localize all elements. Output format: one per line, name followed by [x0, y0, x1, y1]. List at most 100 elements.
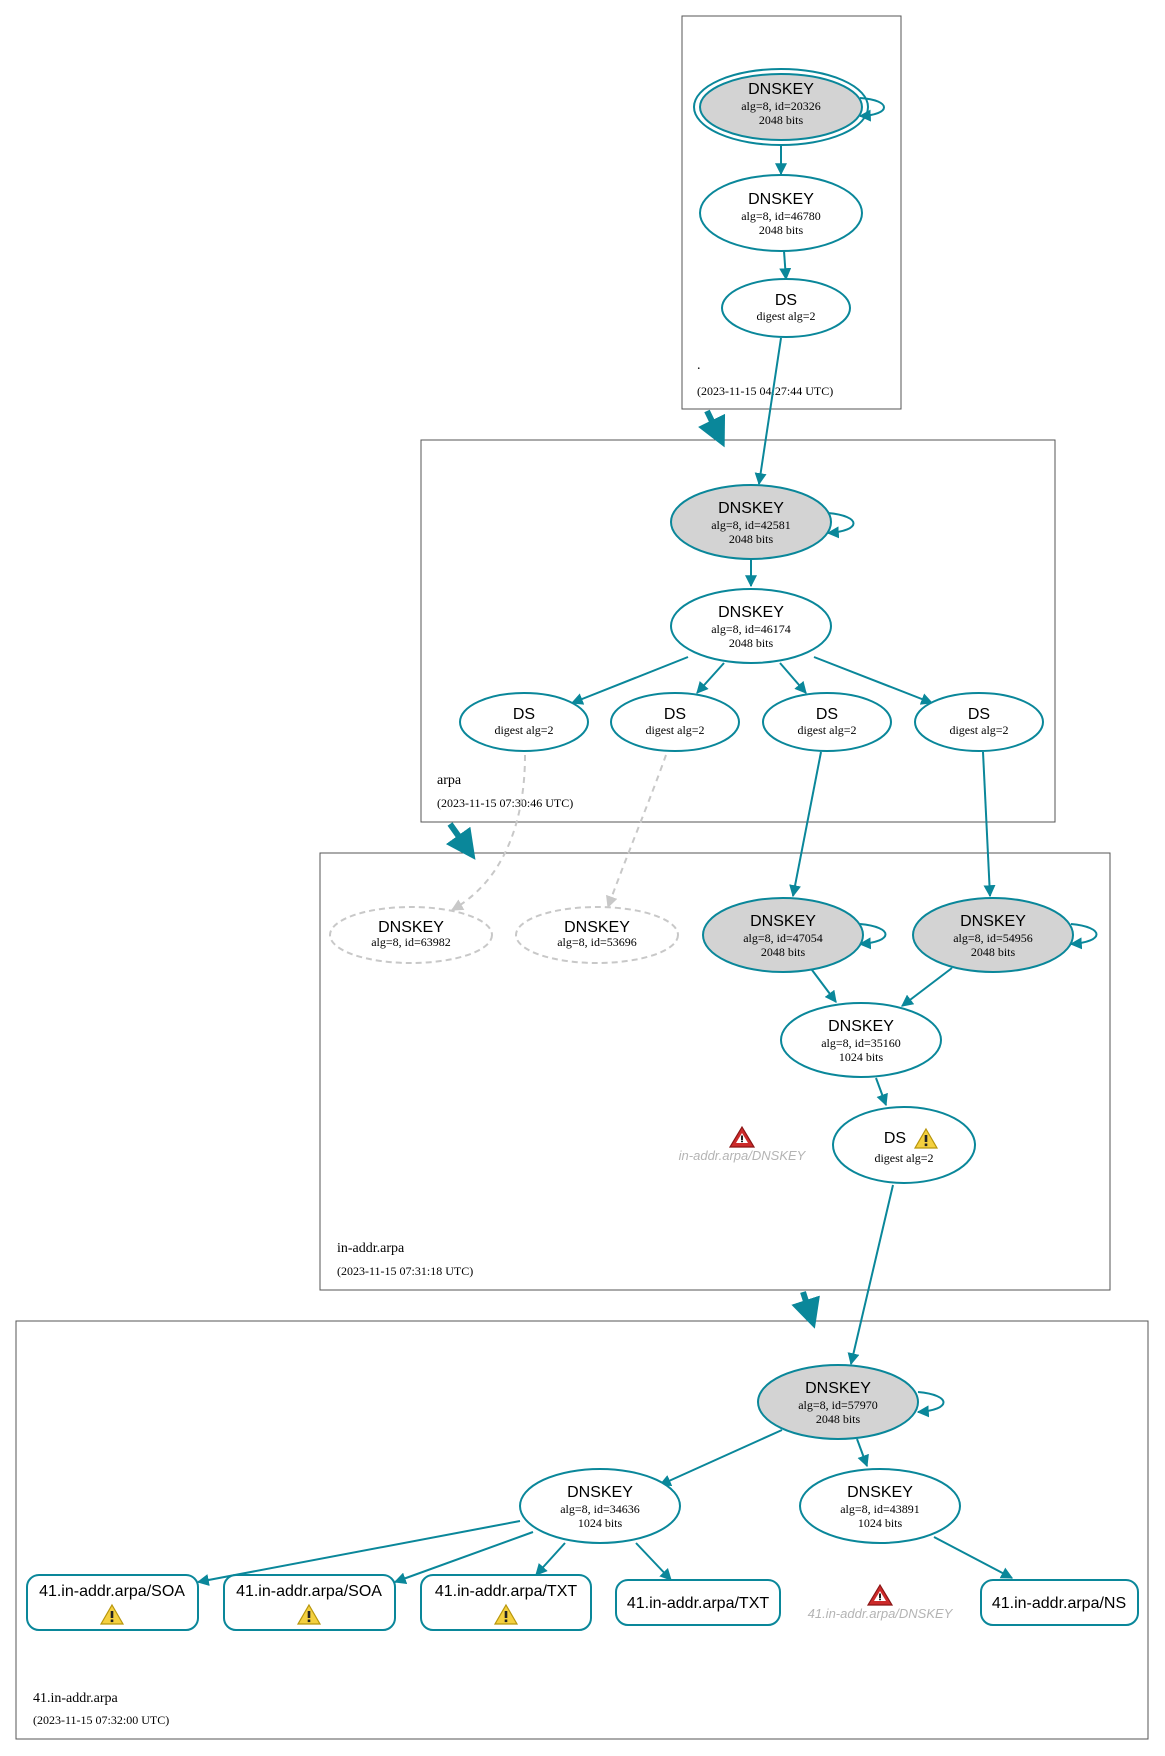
node-title: DS: [968, 706, 990, 723]
node-detail: digest alg=2: [645, 723, 704, 737]
node-title: DNSKEY: [567, 1484, 633, 1501]
dnskey-node-35160[interactable]: DNSKEY alg=8, id=35160 1024 bits: [780, 1002, 942, 1078]
zone-name: in-addr.arpa: [337, 1241, 405, 1256]
rrset-label: 41.in-addr.arpa/TXT: [627, 1595, 770, 1612]
dnskey-node-20326[interactable]: DNSKEY alg=8, id=20326 2048 bits: [693, 68, 869, 146]
zone-arpa: arpa (2023-11-15 07:30:46 UTC): [420, 439, 1056, 823]
node-detail: 2048 bits: [761, 945, 806, 959]
rrset-ns[interactable]: 41.in-addr.arpa/NS: [980, 1579, 1139, 1626]
dnskey-node-46174[interactable]: DNSKEY alg=8, id=46174 2048 bits: [670, 588, 832, 664]
zone-timestamp: (2023-11-15 07:32:00 UTC): [33, 1713, 169, 1727]
signature-edge: [393, 1531, 534, 1584]
node-detail: 2048 bits: [759, 113, 804, 127]
error-node-41-in-addr-arpa-dnskey[interactable]: 41.in-addr.arpa/DNSKEY: [808, 1584, 954, 1621]
node-detail: alg=8, id=54956: [953, 931, 1033, 945]
ds-node-arpa-3[interactable]: DS digest alg=2: [762, 692, 892, 752]
node-detail: alg=8, id=20326: [741, 99, 821, 113]
node-title: DS: [513, 706, 535, 723]
ds-node-in-addr-arpa[interactable]: DS digest alg=2: [832, 1106, 976, 1184]
zone-41-in-addr-arpa: 41.in-addr.arpa (2023-11-15 07:32:00 UTC…: [15, 1320, 1149, 1740]
node-detail: 1024 bits: [839, 1050, 884, 1064]
dnskey-node-63982-missing[interactable]: DNSKEY alg=8, id=63982: [329, 906, 493, 964]
dnskey-node-34636[interactable]: DNSKEY alg=8, id=34636 1024 bits: [519, 1468, 681, 1544]
node-title: DNSKEY: [750, 913, 816, 930]
rrset-txt-2[interactable]: 41.in-addr.arpa/TXT: [615, 1579, 781, 1626]
dnskey-node-57970[interactable]: DNSKEY alg=8, id=57970 2048 bits: [757, 1364, 919, 1440]
error-label: 41.in-addr.arpa/DNSKEY: [808, 1606, 954, 1621]
node-detail: 2048 bits: [971, 945, 1016, 959]
zone-name: arpa: [437, 773, 462, 788]
rrset-label: 41.in-addr.arpa/SOA: [236, 1583, 382, 1600]
node-detail: alg=8, id=43891: [840, 1502, 920, 1516]
ds-node-arpa-1[interactable]: DS digest alg=2: [459, 692, 589, 752]
node-detail: alg=8, id=42581: [711, 518, 791, 532]
error-label: in-addr.arpa/DNSKEY: [679, 1148, 807, 1163]
node-detail: digest alg=2: [494, 723, 553, 737]
node-detail: digest alg=2: [756, 309, 815, 323]
signature-edge: [635, 1542, 672, 1581]
self-signature-edge: [858, 923, 887, 950]
rrset-label: 41.in-addr.arpa/TXT: [435, 1583, 578, 1600]
dnskey-node-43891[interactable]: DNSKEY alg=8, id=43891 1024 bits: [799, 1468, 961, 1544]
node-detail: 1024 bits: [578, 1516, 623, 1530]
dnskey-node-53696-missing[interactable]: DNSKEY alg=8, id=53696: [515, 906, 679, 964]
signature-edge: [535, 1542, 566, 1576]
missing-key-edge: [606, 754, 667, 909]
signature-edge: [570, 656, 689, 705]
rrset-soa-2[interactable]: 41.in-addr.arpa/SOA: [223, 1574, 396, 1631]
signature-edge: [901, 967, 953, 1007]
node-title: DS: [664, 706, 686, 723]
self-signature-edge: [858, 97, 885, 122]
zone-name: .: [697, 358, 701, 373]
node-detail: 2048 bits: [759, 223, 804, 237]
node-title: DS: [884, 1130, 906, 1147]
delegation-arrow: [791, 1291, 820, 1329]
node-detail: alg=8, id=35160: [821, 1036, 901, 1050]
node-detail: digest alg=2: [797, 723, 856, 737]
signature-edge: [779, 250, 792, 281]
signature-edge: [811, 969, 837, 1003]
signature-edge: [813, 656, 934, 705]
rrset-soa-1[interactable]: 41.in-addr.arpa/SOA: [26, 1574, 199, 1631]
ds-edge: [847, 1184, 894, 1366]
signature-edge: [856, 1438, 869, 1468]
signature-edge: [196, 1520, 521, 1586]
node-title: DS: [775, 292, 797, 309]
dnskey-node-46780[interactable]: DNSKEY alg=8, id=46780 2048 bits: [699, 174, 863, 252]
zone-timestamp: (2023-11-15 04:27:44 UTC): [697, 384, 833, 398]
zone-root: . (2023-11-15 04:27:44 UTC): [681, 15, 902, 410]
error-icon: [867, 1584, 893, 1606]
node-detail: digest alg=2: [874, 1151, 933, 1165]
ds-node-root[interactable]: DS digest alg=2: [721, 278, 851, 338]
node-detail: alg=8, id=34636: [560, 1502, 640, 1516]
zone-timestamp: (2023-11-15 07:31:18 UTC): [337, 1264, 473, 1278]
node-title: DNSKEY: [564, 919, 630, 936]
rrset-label: 41.in-addr.arpa/NS: [992, 1595, 1126, 1612]
node-detail: 2048 bits: [729, 532, 774, 546]
self-signature-edge: [826, 512, 855, 539]
node-detail: 2048 bits: [816, 1412, 861, 1426]
dnskey-node-54956[interactable]: DNSKEY alg=8, id=54956 2048 bits: [912, 897, 1074, 973]
node-title: DNSKEY: [847, 1484, 913, 1501]
ds-node-arpa-4[interactable]: DS digest alg=2: [914, 692, 1044, 752]
node-detail: alg=8, id=63982: [371, 935, 451, 949]
missing-key-edge: [450, 754, 526, 911]
self-signature-edge: [916, 1391, 945, 1418]
error-node-in-addr-arpa-dnskey[interactable]: in-addr.arpa/DNSKEY: [679, 1126, 807, 1163]
zone-name: 41.in-addr.arpa: [33, 1691, 119, 1706]
dnskey-node-42581[interactable]: DNSKEY alg=8, id=42581 2048 bits: [670, 484, 832, 560]
error-icon: [729, 1126, 755, 1148]
node-title: DNSKEY: [960, 913, 1026, 930]
delegation-arrow: [698, 409, 726, 448]
node-detail: alg=8, id=53696: [557, 935, 637, 949]
signature-edge: [658, 1429, 783, 1487]
node-title: DS: [816, 706, 838, 723]
node-detail: alg=8, id=57970: [798, 1398, 878, 1412]
node-title: DNSKEY: [748, 191, 814, 208]
signature-edge: [779, 662, 807, 694]
ds-node-arpa-2[interactable]: DS digest alg=2: [610, 692, 740, 752]
dnskey-node-47054[interactable]: DNSKEY alg=8, id=47054 2048 bits: [702, 897, 864, 973]
rrset-txt-1[interactable]: 41.in-addr.arpa/TXT: [420, 1574, 592, 1631]
node-detail: alg=8, id=46780: [741, 209, 821, 223]
